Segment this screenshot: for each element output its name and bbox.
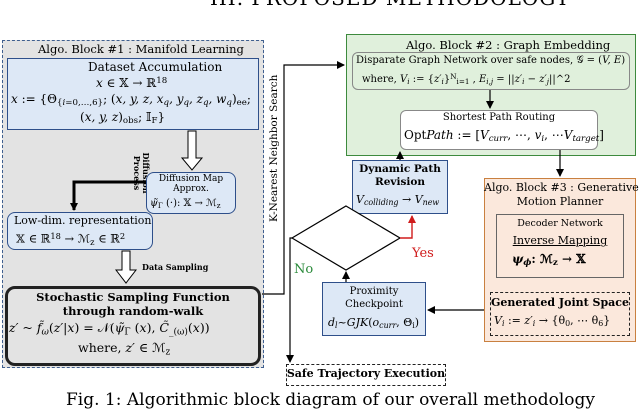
shortest-path-box xyxy=(400,110,598,150)
decoder-network-box xyxy=(496,214,624,278)
lowdim-title: Low-dim. representation xyxy=(14,214,152,227)
dynamic-path-revision-box xyxy=(352,160,448,214)
diffusion-map-box xyxy=(146,172,236,214)
shortest-path-formula: OptPath := [Vcurr, ⋯, vi, ⋯Vtarget] xyxy=(404,128,604,145)
proximity-checkpoint-box xyxy=(322,282,426,336)
stochastic-title: Stochastic Sampling Function xyxy=(36,290,230,304)
safe-trajectory-box xyxy=(286,364,446,386)
stochastic-sampling-box xyxy=(5,286,261,366)
dataset-line2: x := {Θ{i=0,…,6}; (x, y, z, xq, yq, zq, … xyxy=(11,92,251,109)
graph-network-box xyxy=(352,52,630,90)
decoder-formula: ψϕ: ℳz → 𝕏 xyxy=(512,252,586,269)
stochastic-where: where, z′ ∈ ℳz xyxy=(78,340,171,358)
decoder-inverse-mapping: Inverse Mapping xyxy=(512,234,608,247)
dynamic-formula: Vcolliding → Vnew xyxy=(356,193,440,207)
stochastic-formula: z′ ~ f̃ω(z′|x) = 𝒩(ψ̃Γ (x), C̃_(ω)(x)) xyxy=(9,320,210,338)
dynamic-title1: Dynamic Path xyxy=(359,163,441,175)
diffusion-hollow-arrow xyxy=(180,130,204,171)
decision-yes-label: Yes xyxy=(412,246,434,261)
dataset-line1: x ∈ 𝕏 → ℝ18 xyxy=(96,76,168,90)
decision-no-label: No xyxy=(294,262,314,277)
dataset-accumulation-box xyxy=(7,58,259,130)
sampling-hollow-arrow xyxy=(114,250,138,284)
diffusion-map-formula: ψ̃Γ (·): 𝕏 → ℳz xyxy=(150,198,221,210)
dynamic-title2: Revision xyxy=(374,176,426,188)
data-sampling-label: Data Sampling xyxy=(142,262,209,272)
block3-title2: Motion Planner xyxy=(516,195,604,208)
graph-network-line2: where, Vi := {z′i}Ni=1 , Ei,j = ||z′i − … xyxy=(362,72,571,87)
proximity-title1: Proximity xyxy=(349,286,399,297)
generated-joint-space-box xyxy=(490,292,630,336)
decision-diamond xyxy=(290,205,402,271)
dataset-title: Dataset Accumulation xyxy=(88,60,223,74)
joint-space-formula: Vi := z′i → {θ0, ⋯ θ6} xyxy=(494,314,611,328)
graph-network-line1: Disparate Graph Network over safe nodes,… xyxy=(356,55,626,66)
diffusion-map-title: Diffusion Map Approx. xyxy=(158,174,224,194)
block3-title1: Algo. Block #3 : Generative xyxy=(484,181,639,194)
section-header: III. PROPOSED METHODOLOGY xyxy=(210,0,570,10)
block1-title: Algo. Block #1 : Manifold Learning xyxy=(38,42,244,56)
decoder-title: Decoder Network xyxy=(517,218,603,229)
dataset-line3: (x, y, z)obs; 𝕀F} xyxy=(80,110,166,127)
proximity-formula: dl~GJK(ocurr, Θi) xyxy=(328,316,420,330)
diffmap-to-lowdim-arrow xyxy=(70,180,146,211)
no-arrow xyxy=(286,237,294,363)
stochastic-subtitle: through random-walk xyxy=(62,304,204,318)
block2-title: Algo. Block #2 : Graph Embedding xyxy=(406,38,611,52)
yes-arrow xyxy=(400,215,416,239)
safe-trajectory-label: Safe Trajectory Execution xyxy=(286,367,446,380)
lowdim-representation-box xyxy=(7,212,153,250)
stochastic-to-graph-arrow xyxy=(262,61,345,295)
proximity-title2: Checkpoint xyxy=(345,299,403,310)
shortest-path-title: Shortest Path Routing xyxy=(442,112,556,123)
lowdim-formula: 𝕏 ∈ ℝ18 → ℳz ∈ ℝ2 xyxy=(16,231,126,247)
joint-space-title: Generated Joint Space xyxy=(491,296,629,309)
